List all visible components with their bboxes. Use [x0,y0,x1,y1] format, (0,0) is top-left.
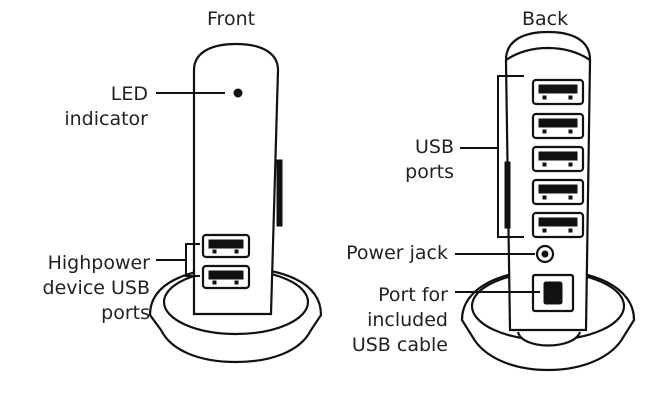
power-jack-label: Power jack [346,242,448,264]
back-usb-port-5 [531,211,585,239]
led-indicator-label: LED indicator [40,82,148,132]
back-title: Back [522,8,569,30]
front-usb-port-1 [201,233,251,259]
front-led-dot [233,88,243,98]
highpower-ports-label: Highpower device USB ports [10,251,150,326]
front-title: Front [207,8,256,30]
front-device-illustration [148,42,323,364]
port-label-line2: included [367,309,448,331]
usb-label-line1: USB [414,136,454,158]
port-label-line1: Port for [378,284,448,306]
usb-label-line2: ports [405,161,454,183]
back-usb-port-3 [531,145,585,173]
hp-leader-bracket [156,243,200,277]
back-side-slot [504,161,511,229]
led-label-line2: indicator [64,108,148,130]
port-label-line3: USB cable [351,334,448,356]
led-label-line1: LED [110,83,148,105]
hp-label-line3: ports [101,302,150,324]
hp-label-line2: device USB [42,277,150,299]
back-usb-port-2 [531,112,585,140]
back-bottom-cutout [516,331,582,347]
hp-label-line1: Highpower [47,252,150,274]
back-top-cap [504,30,592,63]
front-usb-port-2 [201,264,251,290]
usb-bracket [460,75,524,238]
front-side-slot [276,159,283,227]
usb-cable-port-label: Port for included USB cable [320,283,448,358]
back-usb-port-1 [531,78,585,106]
usb-ports-label: USB ports [370,135,454,185]
power-jack-icon [535,244,555,264]
back-usb-port-4 [531,178,585,206]
back-device-illustration [455,30,636,372]
